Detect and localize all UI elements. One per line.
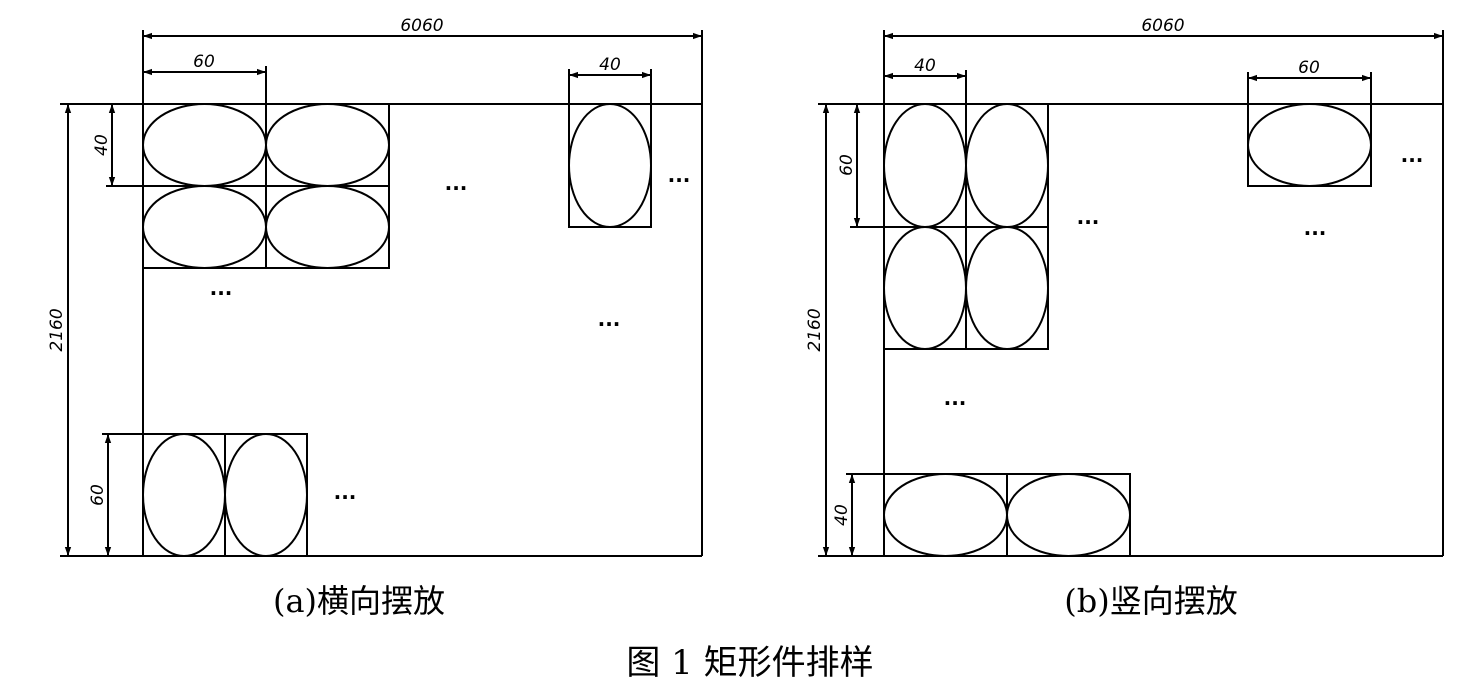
cell-b-right-width-label: 60	[1298, 58, 1320, 78]
cell-a-bottom-height-label: 60	[88, 484, 108, 506]
piece-ellipse	[965, 103, 1049, 228]
piece-ellipse	[142, 185, 267, 269]
piece-ellipse	[568, 103, 652, 228]
cell-b-width-label: 40	[914, 56, 936, 76]
continuation-dots: ...	[1401, 143, 1424, 167]
piece-ellipse	[142, 433, 226, 557]
sheet-a-width-label: 6060	[400, 16, 443, 36]
continuation-dots: ...	[445, 171, 468, 195]
continuation-dots: ...	[1077, 205, 1100, 229]
sheet-a-height-label: 2160	[47, 308, 67, 351]
panel-a: 6060 2160 60 40 40	[47, 16, 703, 620]
continuation-dots: ...	[210, 276, 233, 300]
piece-ellipse	[883, 473, 1008, 557]
panel-b-caption: (b)竖向摆放	[1064, 582, 1237, 620]
piece-ellipse	[883, 226, 967, 350]
continuation-dots: ...	[334, 480, 357, 504]
sheet-b-height-label: 2160	[805, 308, 825, 351]
continuation-dots: ...	[598, 307, 621, 331]
continuation-dots: ...	[668, 163, 691, 187]
continuation-dots: ...	[944, 386, 967, 410]
panel-b: 6060 2160 40 60 60	[805, 16, 1444, 620]
piece-ellipse	[965, 226, 1049, 350]
cell-a-width-label: 60	[193, 52, 215, 72]
piece-ellipse	[1247, 103, 1372, 187]
cell-a-right-width-label: 40	[599, 55, 621, 75]
cell-b-height-label: 60	[837, 154, 857, 176]
cell-b-bottom-height-label: 40	[832, 504, 852, 526]
sheet-b-width-label: 6060	[1141, 16, 1184, 36]
cell-a-height-label: 40	[92, 134, 112, 156]
piece-ellipse	[883, 103, 967, 228]
panel-a-caption: (a)横向摆放	[273, 582, 445, 620]
figure-caption: 图 1 矩形件排样	[626, 643, 873, 683]
piece-ellipse	[224, 433, 308, 557]
piece-ellipse	[142, 103, 267, 187]
piece-ellipse	[265, 185, 390, 269]
continuation-dots: ...	[1304, 216, 1327, 240]
piece-ellipse	[1006, 473, 1131, 557]
piece-ellipse	[265, 103, 390, 187]
